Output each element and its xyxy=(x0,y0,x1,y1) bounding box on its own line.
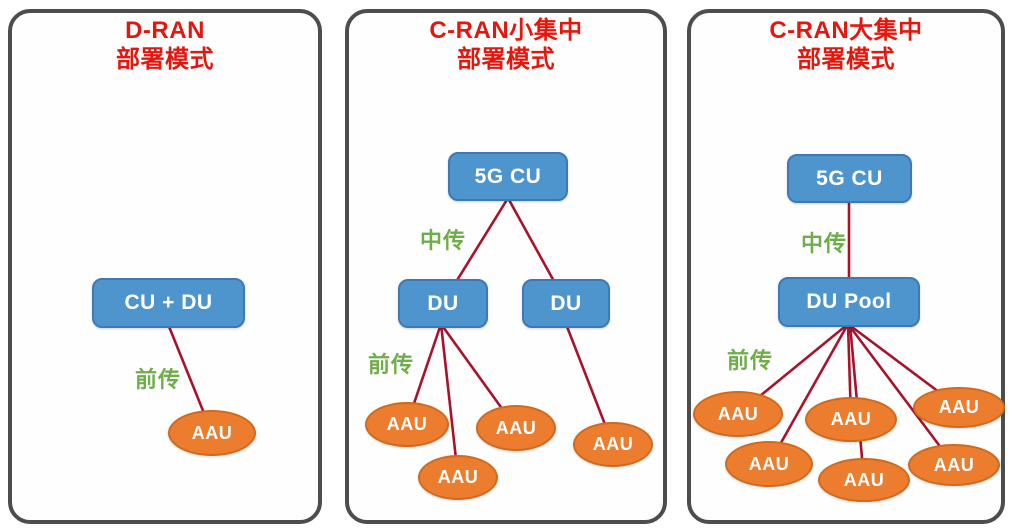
node-aau: AAU xyxy=(908,444,1000,486)
panel-title-line1: C-RAN大集中 xyxy=(769,17,923,44)
node-aau: AAU xyxy=(818,458,910,502)
node-cu-plus-du: CU + DU xyxy=(92,278,245,328)
panel-title-line1: C-RAN小集中 xyxy=(429,17,583,44)
panel-title-cran-large: C-RAN大集中 部署模式 xyxy=(687,16,1005,75)
node-aau: AAU xyxy=(365,402,449,447)
node-aau: AAU xyxy=(805,397,897,442)
node-aau: AAU xyxy=(725,441,813,487)
node-aau: AAU xyxy=(693,391,783,437)
panel-title-line2: 部署模式 xyxy=(457,46,555,74)
node-du-pool: DU Pool xyxy=(778,277,920,327)
edge-dupool-aau2 xyxy=(767,322,850,466)
panel-title-line2: 部署模式 xyxy=(797,46,895,74)
panel-title-line1: D-RAN xyxy=(125,17,205,44)
node-5g-cu: 5G CU xyxy=(448,152,568,201)
node-aau: AAU xyxy=(573,422,653,467)
fronthaul-label-cran-small: 前传 xyxy=(368,352,415,377)
node-du-left: DU xyxy=(398,279,488,328)
panel-cran-large xyxy=(687,9,1005,524)
edge-dupool-aau6 xyxy=(846,322,956,467)
fronthaul-label-dran: 前传 xyxy=(135,367,182,392)
midhaul-label-cran-large: 中传 xyxy=(801,231,848,256)
node-aau: AAU xyxy=(418,455,498,500)
node-aau: AAU xyxy=(476,405,556,451)
panel-title-line2: 部署模式 xyxy=(116,46,214,74)
fronthaul-label-cran-large: 前传 xyxy=(727,348,774,373)
node-5g-cu: 5G CU xyxy=(787,154,912,203)
node-aau: AAU xyxy=(168,410,256,456)
node-aau: AAU xyxy=(913,387,1005,428)
panel-title-cran-small: C-RAN小集中 部署模式 xyxy=(345,16,667,75)
edge-du1-aau2 xyxy=(439,322,460,479)
node-du-right: DU xyxy=(522,279,610,328)
panel-dran xyxy=(8,9,322,524)
midhaul-label-cran-small: 中传 xyxy=(420,228,467,253)
panel-title-dran: D-RAN 部署模式 xyxy=(8,16,322,75)
